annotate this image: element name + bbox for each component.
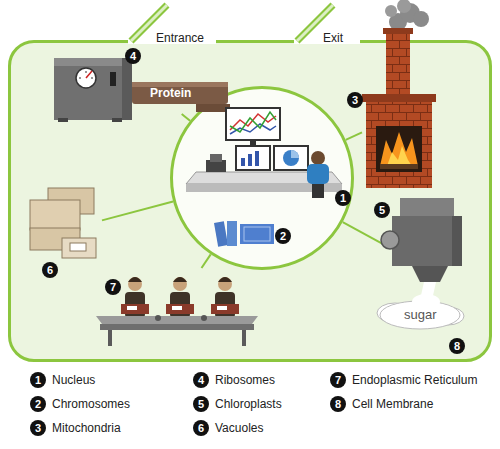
callout-number: 3 xyxy=(347,92,363,108)
legend-text: Ribosomes xyxy=(215,372,275,388)
chromosome-books: 2 xyxy=(212,212,294,250)
legend-number: 4 xyxy=(193,372,209,388)
door-opening xyxy=(128,5,360,44)
legend-text: Mitochondria xyxy=(52,420,121,436)
legend-number: 1 xyxy=(30,372,46,388)
furnace-part xyxy=(397,0,411,13)
legend-number: 7 xyxy=(330,372,346,388)
callout-number: 2 xyxy=(275,228,291,244)
er-workers: 7 xyxy=(92,268,260,344)
legend-text: Chloroplasts xyxy=(215,396,282,412)
callout-number: 1 xyxy=(335,190,351,206)
callout-number: 8 xyxy=(449,338,465,354)
chloroplast-machine: 5sugar xyxy=(384,198,462,334)
product-label: sugar xyxy=(404,307,437,322)
callout-number: 5 xyxy=(374,202,390,218)
callout-number: 6 xyxy=(42,262,58,278)
door-label: Exit xyxy=(323,31,343,45)
legend-text: Vacuoles xyxy=(215,420,263,436)
product-label: Protein xyxy=(150,86,191,100)
legend-number: 2 xyxy=(30,396,46,412)
mitochondria-furnace: 3 xyxy=(362,40,434,192)
legend-text: Endoplasmic Reticulum xyxy=(352,372,477,388)
vacuole-boxes: 6 xyxy=(22,182,102,280)
nucleus-circle: 12 xyxy=(170,86,354,270)
cell-membrane: 84Protein3125sugar67 xyxy=(8,40,492,362)
callout-number: 7 xyxy=(105,279,121,295)
furnace-part xyxy=(385,5,397,17)
legend-number: 3 xyxy=(30,420,46,436)
legend-text: Cell Membrane xyxy=(352,396,433,412)
furnace-part xyxy=(400,3,420,23)
furnace-part xyxy=(389,13,407,31)
legend-text: Nucleus xyxy=(52,372,95,388)
ribosome-machine: 4Protein xyxy=(46,46,232,114)
legend-number: 5 xyxy=(193,396,209,412)
callout-number: 4 xyxy=(125,48,141,64)
legend-number: 8 xyxy=(330,396,346,412)
legend-number: 6 xyxy=(193,420,209,436)
door-label: Entrance xyxy=(156,31,204,45)
furnace-part xyxy=(383,28,413,34)
furnace-part xyxy=(413,11,429,27)
legend-text: Chromosomes xyxy=(52,396,130,412)
